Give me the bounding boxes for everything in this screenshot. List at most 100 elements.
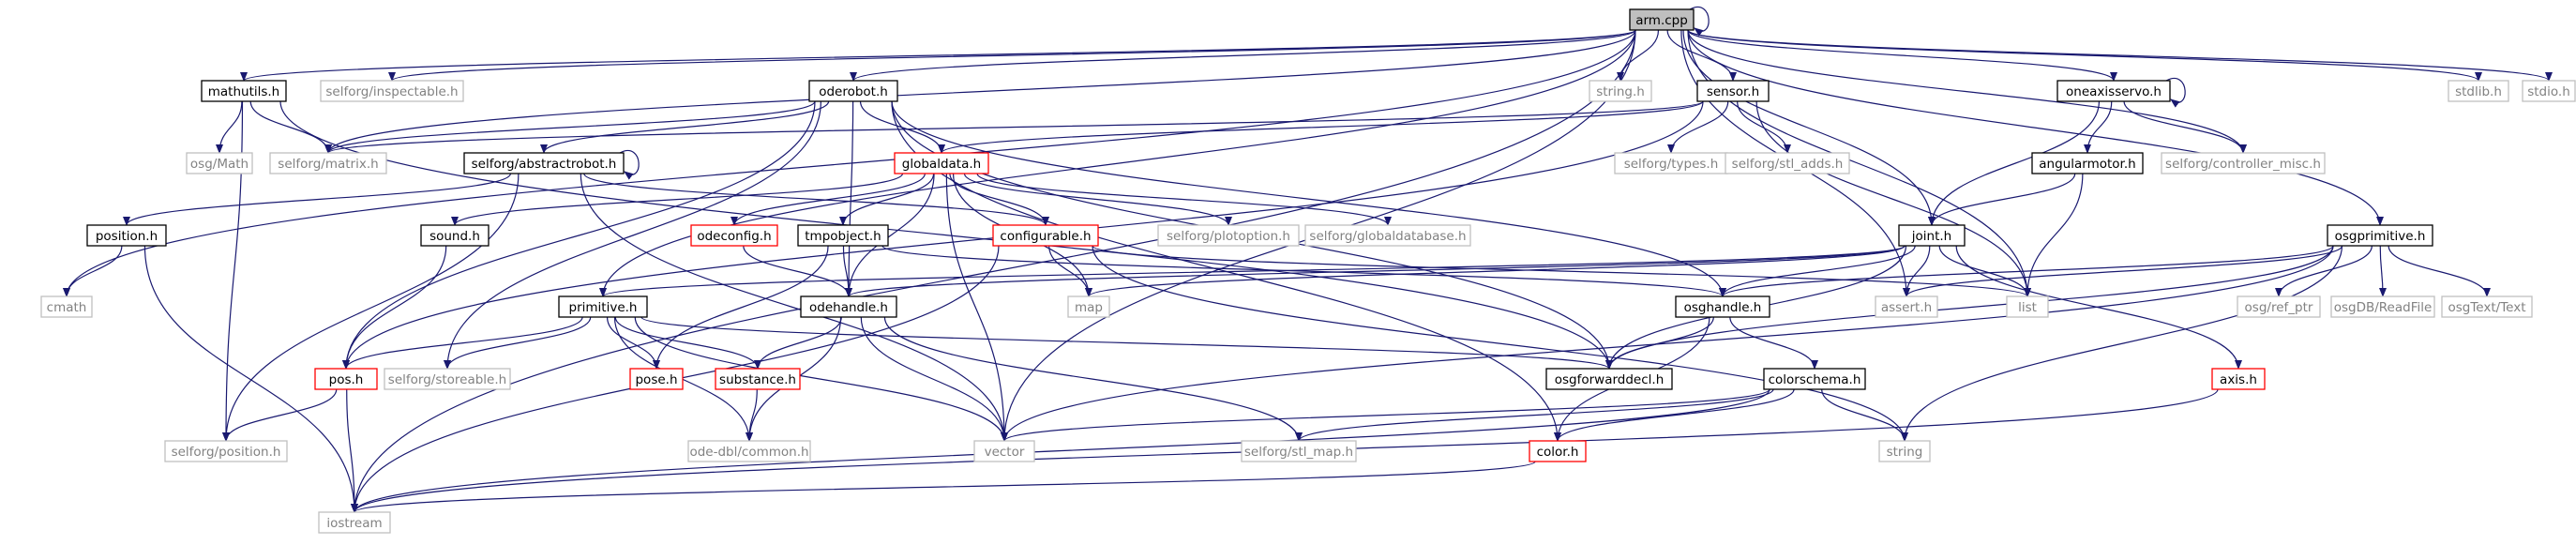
node-box bbox=[1875, 295, 1938, 318]
node-pose-h[interactable]: pose.h bbox=[629, 368, 684, 390]
edge-osgprimitive_h-to-osghandle_h bbox=[1719, 245, 2334, 297]
node-box bbox=[2161, 152, 2326, 174]
node-label: selforg/inspectable.h bbox=[325, 84, 458, 99]
node-odeconfig-h[interactable]: odeconfig.h bbox=[690, 224, 778, 247]
edge-sensor_h-to-globaldata_h bbox=[938, 100, 1704, 154]
node-box bbox=[894, 152, 989, 174]
edge-tmpobject_h-to-pose_h bbox=[653, 245, 829, 370]
node-axis-h[interactable]: axis.h bbox=[2211, 368, 2266, 390]
node-label: osgforwarddecl.h bbox=[1555, 372, 1665, 387]
node-selforg-abstractrobot-h[interactable]: selforg/abstractrobot.h bbox=[463, 152, 625, 174]
node-box bbox=[1067, 295, 1110, 318]
edge-arm_cpp-to-list bbox=[1687, 29, 2031, 297]
node-box bbox=[2522, 80, 2576, 102]
node-angularmotor-h[interactable]: angularmotor.h bbox=[2031, 152, 2144, 174]
edge-arm_cpp-to-selforg_matrix_h bbox=[324, 29, 1636, 154]
edge-globaldata_h-to-odeconfig_h bbox=[731, 173, 926, 226]
node-arm-cpp[interactable]: arm.cpp bbox=[1629, 8, 1695, 31]
node-box bbox=[186, 152, 253, 174]
edge-arm_cpp-to-iostream bbox=[351, 29, 1636, 513]
node-stdio-h: stdio.h bbox=[2522, 80, 2576, 102]
node-label: primitive.h bbox=[569, 300, 638, 315]
node-stdlib-h: stdlib.h bbox=[2448, 80, 2509, 102]
edge-mathutils_h-to-selforg_matrix_h bbox=[249, 100, 332, 154]
node-sound-h[interactable]: sound.h bbox=[420, 224, 490, 247]
edge-sensor_h-to-list bbox=[1755, 100, 2031, 297]
node-sensor-h[interactable]: sensor.h bbox=[1696, 80, 1770, 102]
node-osg-ref-ptr: osg/ref_ptr bbox=[2237, 295, 2321, 318]
node-color-h[interactable]: color.h bbox=[1529, 440, 1587, 462]
edge-oderobot_h-to-pos_h bbox=[342, 100, 816, 370]
edge-oderobot_h-to-selforg_abstractrobot_h bbox=[540, 100, 830, 154]
edge-oneaxisservo_h-to-angularmotor_h bbox=[2084, 100, 2113, 154]
edge-sensor_h-to-selforg_types_h bbox=[1667, 100, 1729, 154]
node-box bbox=[1696, 80, 1770, 102]
node-substance-h[interactable]: substance.h bbox=[715, 368, 801, 390]
edge-joint_h-to-odehandle_h bbox=[845, 245, 1906, 297]
node-cmath-a: cmath bbox=[40, 295, 93, 318]
node-label: osg/Math bbox=[190, 157, 249, 172]
node-label: joint.h bbox=[1911, 229, 1951, 244]
node-box bbox=[2211, 368, 2266, 390]
node-tmpobject-h[interactable]: tmpobject.h bbox=[797, 224, 889, 247]
node-colorschema-h[interactable]: colorschema.h bbox=[1763, 368, 1866, 390]
edge-oderobot_h-to-selforg_storeable_h bbox=[444, 100, 821, 370]
node-primitive-h[interactable]: primitive.h bbox=[558, 295, 648, 318]
node-configurable-h[interactable]: configurable.h bbox=[992, 224, 1099, 247]
node-selforg-position-h: selforg/position.h bbox=[164, 440, 288, 462]
node-position-h[interactable]: position.h bbox=[86, 224, 167, 247]
edge-odehandle_h-to-selforg_stl_map_h bbox=[883, 316, 1303, 442]
node-box bbox=[2056, 80, 2171, 102]
node-label: odeconfig.h bbox=[697, 229, 771, 244]
node-vector: vector bbox=[973, 440, 1035, 462]
node-label: mathutils.h bbox=[208, 84, 280, 99]
node-box bbox=[86, 224, 167, 247]
edge-selforg_abstractrobot_h-to-vector bbox=[580, 173, 1008, 442]
node-odehandle-h[interactable]: odehandle.h bbox=[800, 295, 897, 318]
edge-joint_h-to-primitive_h bbox=[599, 245, 1906, 297]
node-box bbox=[2448, 80, 2509, 102]
edge-osghandle_h-to-colorschema_h bbox=[1729, 316, 1818, 370]
edge-arm_cpp-to-string_h bbox=[1617, 29, 1660, 82]
edge-osgprimitive_h-to-osgdb_readfile bbox=[2378, 245, 2387, 297]
node-label: selforg/position.h bbox=[172, 445, 281, 460]
node-label: pose.h bbox=[635, 372, 677, 387]
node-osghandle-h[interactable]: osghandle.h bbox=[1675, 295, 1770, 318]
node-label: angularmotor.h bbox=[2039, 157, 2135, 172]
node-string: string bbox=[1878, 440, 1931, 462]
node-label: selforg/stl_adds.h bbox=[1732, 157, 1844, 172]
node-osg-math: osg/Math bbox=[186, 152, 253, 174]
node-osgprimitive-h[interactable]: osgprimitive.h bbox=[2327, 224, 2433, 247]
node-box bbox=[2330, 295, 2435, 318]
node-label: tmpobject.h bbox=[805, 229, 881, 244]
node-box bbox=[687, 440, 811, 462]
edge-tmpobject_h-to-osghandle_h bbox=[881, 245, 1726, 297]
node-selforg-plotoption-h: selforg/plotoption.h bbox=[1157, 224, 1300, 247]
node-label: position.h bbox=[96, 229, 158, 244]
edge-globaldata_h-to-tmpobject_h bbox=[839, 173, 935, 226]
node-box bbox=[2006, 295, 2049, 318]
node-oneaxisservo-h[interactable]: oneaxisservo.h bbox=[2056, 80, 2171, 102]
node-osgdb-readfile: osgDB/ReadFile bbox=[2330, 295, 2435, 318]
node-label: odehandle.h bbox=[809, 300, 888, 315]
node-box bbox=[1898, 224, 1966, 247]
node-box bbox=[201, 80, 287, 102]
node-box bbox=[1629, 8, 1695, 31]
node-oderobot-h[interactable]: oderobot.h bbox=[808, 80, 898, 102]
node-map: map bbox=[1067, 295, 1110, 318]
node-label: iostream bbox=[326, 516, 382, 531]
node-label: axis.h bbox=[2220, 372, 2257, 387]
node-pos-h[interactable]: pos.h bbox=[314, 368, 378, 390]
node-joint-h[interactable]: joint.h bbox=[1898, 224, 1966, 247]
node-osgforwarddecl-h[interactable]: osgforwarddecl.h bbox=[1545, 368, 1673, 390]
node-box bbox=[715, 368, 801, 390]
node-label: selforg/controller_misc.h bbox=[2165, 157, 2321, 172]
node-globaldata-h[interactable]: globaldata.h bbox=[894, 152, 989, 174]
edge-position_h-to-iostream bbox=[143, 245, 358, 513]
edge-globaldata_h-to-odehandle_h bbox=[845, 173, 935, 297]
edge-sensor_h-to-selforg_matrix_h bbox=[324, 100, 1704, 154]
node-label: assert.h bbox=[1881, 300, 1932, 315]
edge-pos_h-to-iostream bbox=[346, 388, 358, 513]
node-mathutils-h[interactable]: mathutils.h bbox=[201, 80, 287, 102]
